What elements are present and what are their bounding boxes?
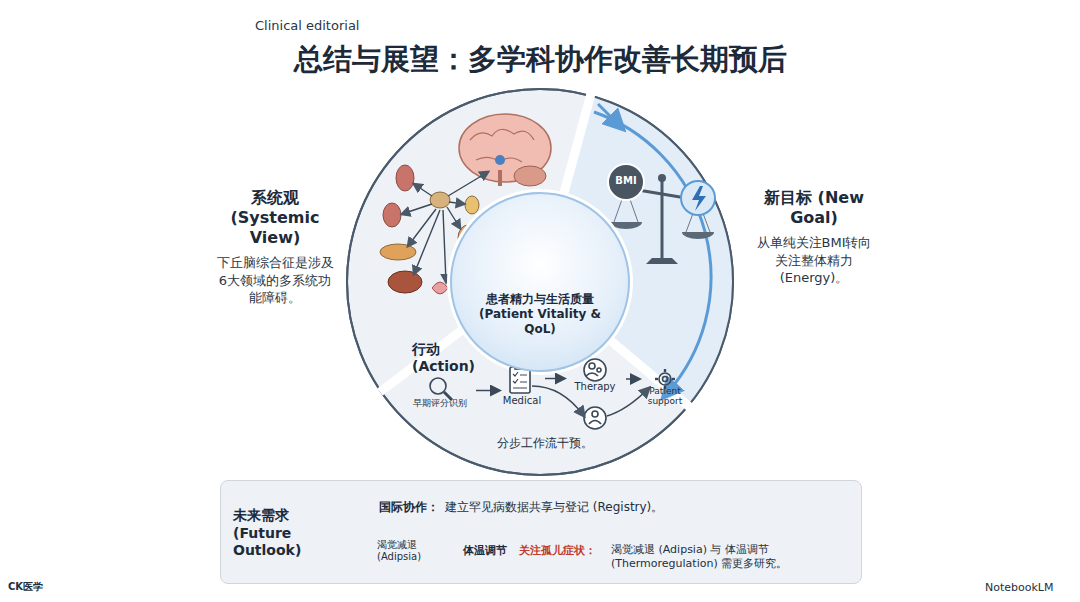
drawn-path [589,421,601,425]
action-segment: 行动 (Action) 分步工作流干预。 早期评分识别 Medical Therapy P… [400,335,690,460]
drawn-circle [347,89,733,475]
drawn-path [682,232,714,239]
drawn-circle [658,174,666,182]
drawn-circle [589,363,595,369]
drawn-circle [430,378,446,394]
drawn-line [414,184,432,196]
node-heading: Medical [500,395,544,406]
node-text: 关注孤儿症状： [519,543,596,558]
drawn-ellipse [380,244,416,260]
drawn-line [408,209,436,246]
node-text: 渴觉减退 (Adipsia) [377,539,439,563]
title: 总结与展望：多学科协作改善长期预后 [0,40,1080,80]
connector [545,378,564,380]
node-text: 分步工作流干预。 [480,435,610,452]
drawn-circle [597,368,601,372]
drawn-ellipse [396,165,414,191]
drawn-path [498,170,502,186]
drawn-circle [584,359,606,381]
node-text: 下丘脑综合征是涉及6大领域的多系统功能障碍。 [216,254,334,307]
drawn-circle [347,89,733,475]
node-heading: 未来需求 (Future Outlook) [233,507,337,560]
node-text: 国际协作： [379,499,439,516]
icon-label: BMI [608,175,644,186]
drawn-line [402,204,432,214]
drawn-path [646,258,678,264]
drawn-circle [584,407,606,429]
node-heading: Therapy [565,381,625,392]
center-circle: 患者精力与生活质量 (Patient Vitality & QoL) [450,192,630,372]
node-text: 体温调节 [463,543,507,558]
drawn-circle [592,411,598,417]
drawn-line [414,210,440,274]
future-outlook-band: 未来需求 (Future Outlook) 国际协作： 建立罕见病数据共享与登记 (… [220,480,862,584]
watermark-label: Clinical editorial [255,18,359,33]
workflow-step: Medical [500,365,544,406]
node-heading: 系统观 (Systemic View) [216,188,334,248]
drawn-path [586,373,598,376]
drawn-line [655,378,658,380]
node-text: 从单纯关注BMI转向关注整体精力 (Energy)。 [752,234,876,287]
drawn-path [692,186,706,211]
workflow-step: Patient support [640,366,690,407]
drawn-path [598,104,618,124]
ring [347,89,733,475]
drawn-line [564,90,592,193]
person-icon [450,192,630,372]
drawn-path [607,388,649,416]
node-heading: 行动 (Action) [412,341,482,375]
drawn-line [604,335,692,409]
watermark-label: CK医学 [8,580,43,594]
drawn-circle [608,164,644,200]
drawn-circle [450,192,630,372]
drawn-ellipse [465,196,479,214]
drawn-line [448,172,488,196]
drawn-circle [681,181,715,215]
node-heading: 早期评分识别 [405,397,475,410]
drawn-line [672,378,675,380]
node-text: 渴觉减退 (Adipsia) 与 体温调节 (Thermoregulation)… [611,543,789,572]
node-heading: 新目标 (New Goal) [752,188,876,228]
workflow-step: Therapy [565,357,625,392]
drawn-line [443,210,446,282]
node-text: 建立罕见病数据共享与登记 (Registry)。 [445,499,663,516]
drawn-ellipse [383,203,401,227]
drawn-circle [659,373,671,385]
node-heading: Patient support [640,386,690,407]
watermark-label: NotebookLM [985,581,1053,594]
drawn-path [513,372,527,388]
drawn-circle [495,155,505,165]
drawn-circle [663,377,668,382]
workflow-step: 早期评分识别 [405,375,475,410]
drawn-ellipse [514,166,546,186]
new-goal-panel: 新目标 (New Goal) 从单纯关注BMI转向关注整体精力 (Energy)。 [752,188,876,287]
drawn-line [449,202,464,204]
connector [626,378,639,380]
drawn-line [661,180,664,262]
node-heading: 患者精力与生活质量 (Patient Vitality & QoL) [466,292,614,337]
drawn-line [447,207,460,228]
drawn-ellipse [430,192,450,208]
drawn-line [664,369,666,372]
drawn-ellipse [388,271,422,293]
connector [476,390,499,392]
systemic-view-panel: 系统观 (Systemic View) 下丘脑综合征是涉及6大领域的多系统功能障碍… [216,188,334,307]
